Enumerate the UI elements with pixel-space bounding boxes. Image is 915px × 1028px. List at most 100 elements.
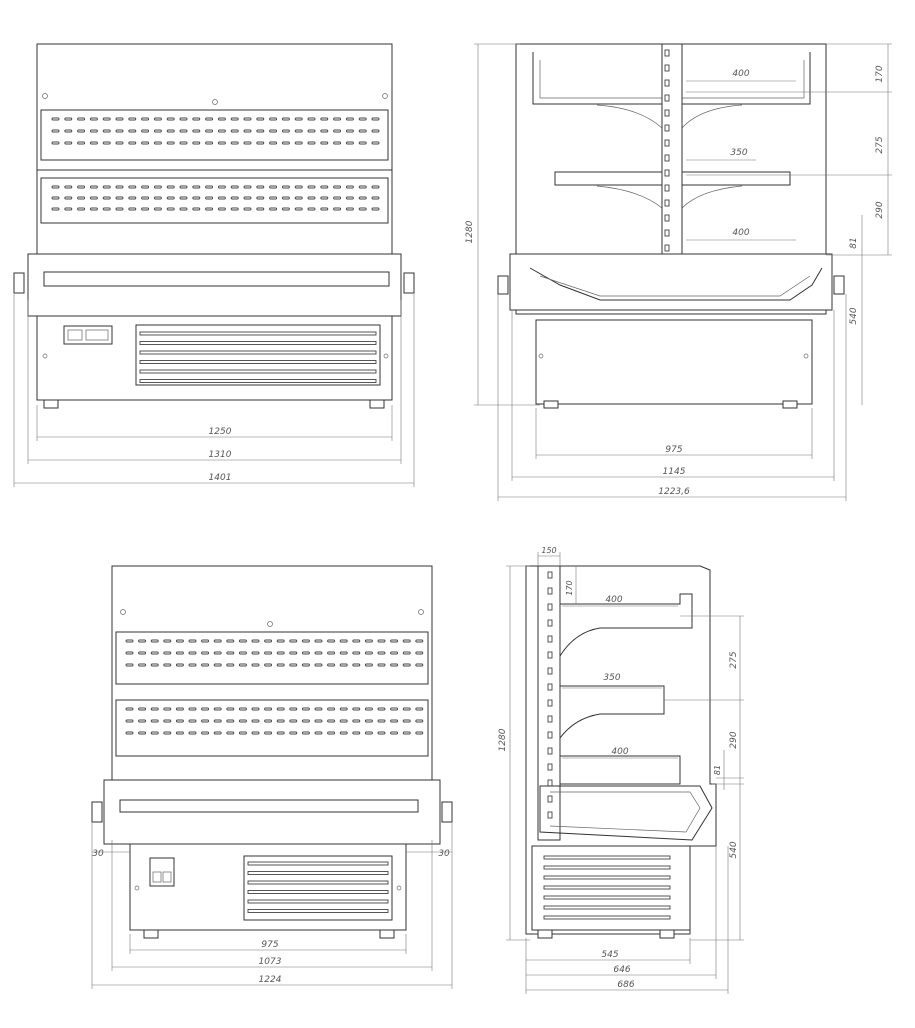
vent-slot [51, 196, 60, 200]
dim-w686: 686 [617, 980, 634, 990]
vent-slot [415, 719, 424, 723]
front-view-bottom: 30 30 975 1073 1224 [91, 565, 453, 989]
vent-slot [301, 639, 310, 643]
vent-slot [163, 707, 172, 711]
tub-profile [539, 785, 713, 841]
vent-slot [128, 117, 137, 121]
column-slot [664, 154, 670, 162]
side-bumper-left [497, 275, 509, 295]
vent-slot [230, 185, 239, 189]
vent-slot [243, 129, 252, 133]
vent-slot [294, 141, 303, 145]
vent-slot [138, 731, 147, 735]
vent-slot [314, 639, 323, 643]
column-slot [664, 79, 670, 87]
vent-slot [138, 651, 147, 655]
vent-slot [269, 141, 278, 145]
vent-slot [115, 185, 124, 189]
dim-h170: 170 [565, 580, 574, 595]
shelf-supports [596, 104, 743, 129]
vent-slot [163, 651, 172, 655]
vent-slot [175, 731, 184, 735]
cabinet-side-outline [525, 565, 717, 935]
vent-slot [238, 719, 247, 723]
vent-slot [166, 141, 175, 145]
vent-slot [89, 196, 98, 200]
louver [247, 880, 389, 885]
dim-h1280: 1280 [498, 728, 508, 751]
louver [543, 895, 671, 900]
vent-slot [226, 651, 235, 655]
vent-slot [166, 196, 175, 200]
vent-slot [327, 663, 336, 667]
vent-slot [188, 663, 197, 667]
vent-slot [276, 707, 285, 711]
vent-slot [230, 117, 239, 121]
vent-slot [188, 707, 197, 711]
vent-slot [314, 707, 323, 711]
vent-slot [205, 185, 214, 189]
vent-slot [64, 129, 73, 133]
vent-slot [377, 719, 386, 723]
vent-slot [256, 207, 265, 211]
vent-slot [320, 207, 329, 211]
vent-slot [141, 129, 150, 133]
louver [543, 875, 671, 880]
vent-slot [217, 141, 226, 145]
vent-slot [352, 663, 361, 667]
foot-left [543, 400, 559, 409]
vent-slot [141, 185, 150, 189]
louver [543, 855, 671, 860]
dim-width-1401: 1401 [209, 473, 232, 483]
vent-slot [314, 663, 323, 667]
dim-shelf-bottom: 400 [732, 228, 749, 238]
foot-left [143, 929, 159, 939]
vent-slot [205, 207, 214, 211]
temperature-display-icon [162, 871, 172, 883]
vent-slot [264, 731, 273, 735]
vent-slot [276, 663, 285, 667]
vent-slot [339, 731, 348, 735]
vent-slot [327, 639, 336, 643]
vent-slot [352, 719, 361, 723]
vent-slot [175, 651, 184, 655]
vent-slot [213, 651, 222, 655]
dim-w646: 646 [613, 965, 630, 975]
vent-slot [243, 207, 252, 211]
vent-slot [264, 639, 273, 643]
vent-slot [192, 117, 201, 121]
louver [247, 861, 389, 866]
vent-slot [390, 707, 399, 711]
vent-slot [115, 141, 124, 145]
column-slot [664, 94, 670, 102]
vent-slot [352, 731, 361, 735]
vent-slot [307, 196, 316, 200]
tub-profile [529, 267, 823, 301]
vent-slot [371, 185, 380, 189]
column-slot [664, 169, 670, 177]
vent-slot [339, 651, 348, 655]
vent-slot [294, 185, 303, 189]
louver [139, 379, 377, 383]
vent-slot [251, 707, 260, 711]
column-slot [547, 651, 553, 659]
column-slot [547, 763, 553, 771]
vent-slot [179, 141, 188, 145]
power-switch-icon [152, 871, 162, 883]
foot-right [782, 400, 798, 409]
vent-slot [243, 196, 252, 200]
vent-slot [269, 117, 278, 121]
dim-w975: 975 [261, 940, 278, 950]
vent-slot [89, 129, 98, 133]
vent-slot [320, 185, 329, 189]
vent-slot [89, 117, 98, 121]
vent-slot [307, 207, 316, 211]
dim-w1223: 1223,6 [658, 487, 690, 497]
front-view-top: 1250 1310 1401 [13, 43, 415, 487]
bottom-shelf [560, 755, 681, 785]
vent-slot [281, 129, 290, 133]
vent-slot [150, 719, 159, 723]
vent-slot [125, 707, 134, 711]
vent-slot [345, 141, 354, 145]
